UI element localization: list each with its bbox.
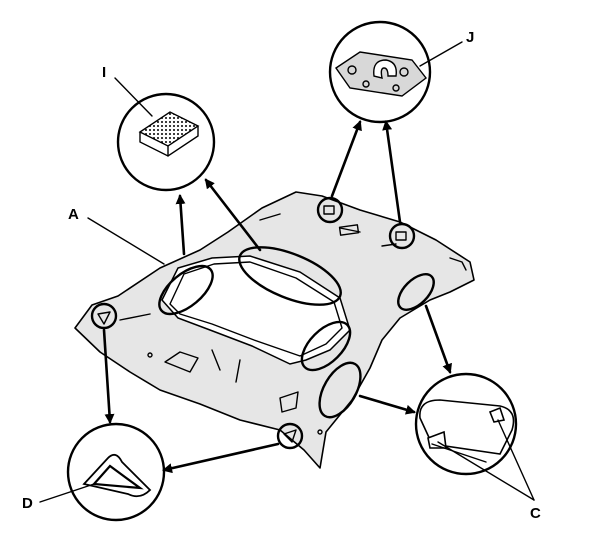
callout-D: D xyxy=(22,495,33,512)
oval-top-clips xyxy=(238,246,342,306)
leader-A xyxy=(87,217,165,265)
circle-clip-right xyxy=(388,222,416,250)
detail-circle-D xyxy=(66,422,166,522)
arrow-to-C-1 xyxy=(424,304,452,374)
arrow-to-C-2 xyxy=(358,394,416,415)
detail-circle-J xyxy=(328,20,432,124)
detail-circle-C xyxy=(414,372,518,476)
oval-grab-handle-rear xyxy=(318,361,362,419)
arrow-to-I-2 xyxy=(204,178,262,252)
callout-J: J xyxy=(466,29,474,46)
arrow-to-D-2 xyxy=(162,442,280,474)
callout-C: C xyxy=(530,505,541,522)
oval-right-sunvisor xyxy=(300,320,352,372)
leader-I xyxy=(114,77,153,117)
arrow-to-J-2 xyxy=(382,120,402,224)
arrow-to-D-1 xyxy=(102,328,115,424)
leader-C-1 xyxy=(497,419,535,501)
leader-D xyxy=(39,483,95,503)
leader-C-2 xyxy=(437,441,535,501)
arrow-to-J-1 xyxy=(330,120,362,198)
detail-circle-I xyxy=(116,92,216,192)
circle-corner-bottom xyxy=(276,422,304,450)
headliner-panel xyxy=(74,191,475,469)
circle-corner-left xyxy=(90,302,118,330)
callout-A: A xyxy=(68,206,79,223)
callout-I: I xyxy=(102,64,106,81)
arrow-to-I-1 xyxy=(175,194,186,256)
oval-grab-handle-front xyxy=(397,273,435,311)
oval-left-sunvisor xyxy=(158,264,214,316)
circle-clip-left xyxy=(316,196,344,224)
leader-J xyxy=(419,41,463,67)
